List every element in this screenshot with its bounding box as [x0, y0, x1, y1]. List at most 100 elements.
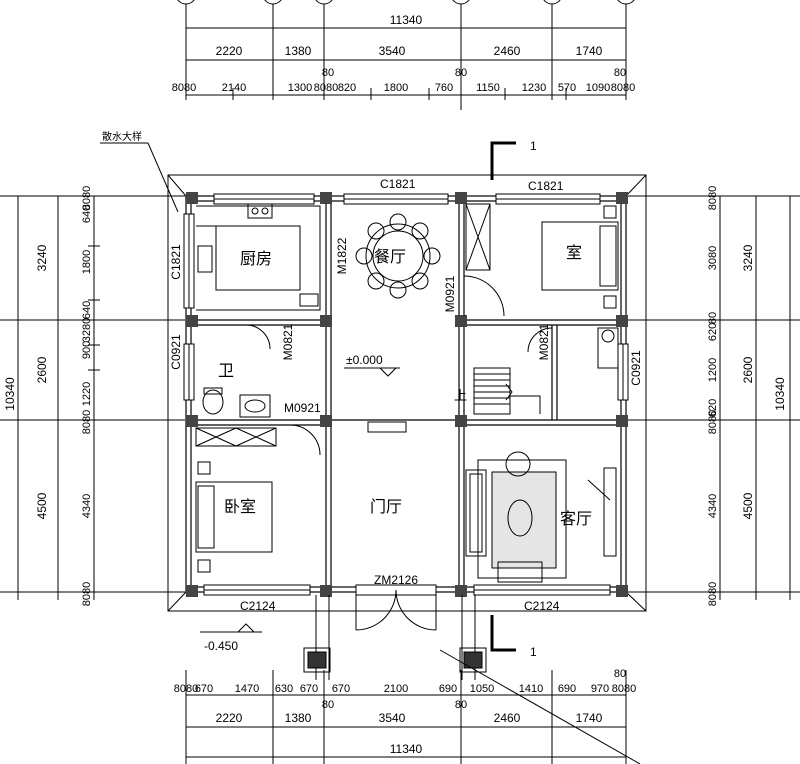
left-dimension-chain [0, 195, 185, 600]
door-code-m0821-east: M0821 [537, 323, 551, 360]
svg-text:8080: 8080 [707, 186, 719, 210]
svg-text:690: 690 [558, 683, 576, 695]
section-mark-top-label: 1 [530, 139, 537, 153]
svg-text:630: 630 [275, 683, 293, 695]
svg-text:8080: 8080 [81, 186, 93, 210]
sw-wardrobe [195, 427, 277, 447]
living-room-sofa-set [465, 451, 617, 583]
svg-text:80: 80 [455, 67, 467, 79]
right-overall-dimension: 10340 [773, 377, 787, 411]
dining-table [355, 213, 441, 299]
svg-text:1090: 1090 [586, 82, 610, 94]
left-row3-dimensions: 8080 640 1800 640 3280 900 1220 8080 434… [81, 186, 93, 606]
svg-text:820: 820 [338, 82, 356, 94]
svg-text:80: 80 [707, 312, 719, 324]
svg-text:8080: 8080 [611, 82, 635, 94]
outside-level-label: -0.450 [204, 639, 238, 653]
level-marker-floor [344, 367, 400, 377]
svg-text:1410: 1410 [519, 683, 543, 695]
window-code-c2124-west: C2124 [240, 599, 276, 613]
svg-text:570: 570 [558, 82, 576, 94]
svg-text:1740: 1740 [576, 44, 603, 58]
svg-text:1470: 1470 [235, 683, 259, 695]
svg-text:620: 620 [707, 399, 719, 417]
bottom-row2-dimensions: 2220 1380 3540 2460 1740 [216, 711, 603, 725]
window-code-c0921-west: C0921 [169, 334, 183, 370]
porch [303, 595, 641, 764]
room-bath-label: 卫 [218, 361, 234, 380]
svg-text:8080: 8080 [314, 82, 338, 94]
section-mark-bottom [490, 615, 516, 652]
svg-text:4500: 4500 [741, 492, 755, 519]
svg-text:1380: 1380 [285, 711, 312, 725]
svg-text:1740: 1740 [576, 711, 603, 725]
svg-text:2220: 2220 [216, 44, 243, 58]
svg-text:1300: 1300 [288, 82, 312, 94]
apron-outline [167, 174, 647, 612]
svg-text:1230: 1230 [522, 82, 546, 94]
left-row2-dimensions: 3240 2600 4500 [35, 244, 49, 519]
svg-text:670: 670 [300, 683, 318, 695]
top-row2-dimensions: 2220 1380 3540 2460 1740 [216, 44, 603, 58]
entrance-door-swing [355, 589, 437, 631]
door-code-m0921-sw: M0921 [284, 401, 321, 415]
ne-bedroom-bed [465, 203, 619, 309]
svg-text:970: 970 [591, 683, 609, 695]
door-code-m0821-bath: M0821 [281, 323, 295, 360]
bottom-row1-dimensions: 8080 670 1470 630 670 670 2100 690 1050 … [174, 683, 636, 695]
svg-text:80: 80 [322, 699, 334, 711]
svg-text:2140: 2140 [222, 82, 246, 94]
svg-text:8080: 8080 [612, 683, 636, 695]
room-living-label: 客厅 [560, 509, 592, 528]
svg-text:8080: 8080 [174, 683, 198, 695]
door-code-m1822: M1822 [335, 237, 349, 274]
svg-text:3280: 3280 [81, 318, 93, 342]
floor-level-label: ±0.000 [346, 353, 383, 367]
svg-text:1220: 1220 [81, 382, 93, 406]
top-axis-bubbles [177, 0, 635, 5]
svg-text:80: 80 [614, 67, 626, 79]
bottom-overall-dimension: 11340 [390, 742, 423, 756]
svg-text:620: 620 [707, 323, 719, 341]
section-mark-bottom-label: 1 [530, 645, 537, 659]
room-dining-label: 餐厅 [374, 247, 406, 266]
door-swings [245, 275, 553, 456]
svg-text:80: 80 [455, 699, 467, 711]
svg-text:8080: 8080 [172, 82, 196, 94]
top-row3-dimensions: 8080 2140 1300 8080 820 1800 760 1150 12… [172, 82, 635, 94]
svg-text:640: 640 [81, 301, 93, 319]
svg-text:4340: 4340 [707, 494, 719, 518]
svg-text:1800: 1800 [384, 82, 408, 94]
svg-text:3240: 3240 [35, 244, 49, 271]
room-hall-label: 门厅 [370, 497, 402, 516]
svg-text:670: 670 [332, 683, 350, 695]
svg-text:1200: 1200 [707, 358, 719, 382]
svg-text:3540: 3540 [379, 711, 406, 725]
svg-text:3080: 3080 [707, 246, 719, 270]
door-code-m0921-ne: M0921 [443, 275, 457, 312]
level-marker-outside [200, 623, 262, 633]
svg-text:4340: 4340 [81, 494, 93, 518]
left-overall-dimension: 10340 [3, 377, 17, 411]
svg-text:670: 670 [195, 683, 213, 695]
bottom-dimension-chain [185, 670, 627, 764]
door-code-zm2126: ZM2126 [374, 573, 418, 587]
svg-text:1800: 1800 [81, 250, 93, 274]
svg-text:2460: 2460 [494, 44, 521, 58]
svg-text:4500: 4500 [35, 492, 49, 519]
structural-columns [186, 192, 628, 597]
svg-text:1150: 1150 [476, 82, 500, 94]
window-code-c1821-kitchen: C1821 [380, 177, 416, 191]
svg-text:2100: 2100 [384, 683, 408, 695]
svg-text:8080: 8080 [707, 582, 719, 606]
room-kitchen-label: 厨房 [240, 249, 272, 268]
top-small-80-labels: 80 80 80 [322, 67, 626, 79]
kitchen-counter [196, 203, 321, 311]
right-row2-dimensions: 3240 2600 4500 [741, 244, 755, 519]
svg-text:80: 80 [322, 67, 334, 79]
right-row3-dimensions: 8080 3080 80 620 1200 620 8080 4340 8080 [707, 186, 719, 606]
section-mark-top [490, 141, 516, 180]
svg-text:3240: 3240 [741, 244, 755, 271]
svg-text:3540: 3540 [379, 44, 406, 58]
room-bedroom-sw-label: 卧室 [224, 497, 256, 516]
